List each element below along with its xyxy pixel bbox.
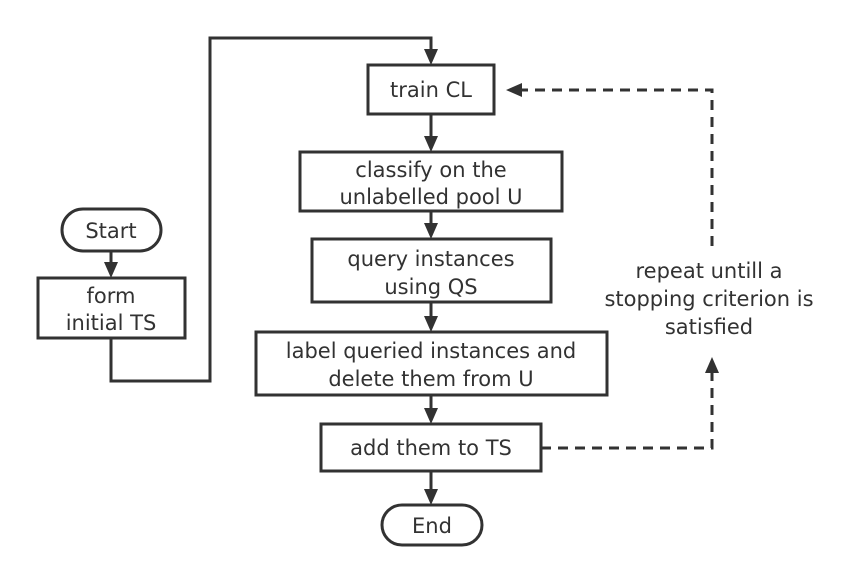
node-start: Start: [60, 207, 163, 253]
node-classify: classify on the unlabelled pool U: [298, 150, 564, 213]
form-ts-process-shape: [36, 276, 187, 340]
classify-process-shape: [298, 150, 564, 213]
node-label-delete: label queried instances and delete them …: [254, 330, 609, 397]
node-train-cl: train CL: [366, 63, 496, 116]
loop-annotation: repeat untill a stopping criterion is sa…: [604, 259, 813, 339]
start-terminal-shape: [60, 207, 163, 253]
label-delete-process-shape: [254, 330, 609, 397]
node-end: End: [380, 503, 484, 547]
train-cl-process-shape: [366, 63, 496, 116]
arrowhead-classify-to-query: [424, 223, 438, 239]
query-process-shape: [310, 237, 553, 304]
node-query: query instances using QS: [310, 237, 553, 304]
label-delete-label-line-2: delete them from U: [328, 367, 533, 391]
loop-label-line-2: stopping criterion is: [604, 287, 813, 311]
edge-loop-upper: [521, 88, 714, 246]
end-label: End: [412, 514, 452, 538]
arrowhead-loop-to-train: [506, 83, 522, 97]
arrowhead-form-to-train: [424, 49, 438, 65]
loop-label-line-1: repeat untill a: [635, 259, 782, 283]
start-label: Start: [85, 219, 136, 243]
arrowhead-query-to-label: [424, 316, 438, 332]
end-terminal-shape: [380, 503, 484, 547]
add-ts-label: add them to TS: [350, 436, 512, 460]
node-form-initial-ts: form initial TS: [36, 276, 187, 340]
label-delete-label-line-1: label queried instances and: [286, 339, 577, 363]
form-ts-label-line-1: form: [87, 284, 136, 308]
classify-label-line-2: unlabelled pool U: [339, 185, 522, 209]
loop-label-line-3: satisfied: [665, 315, 753, 339]
classify-label-line-1: classify on the: [355, 158, 506, 182]
arrowhead-label-to-add: [424, 408, 438, 424]
arrowhead-add-to-end: [424, 489, 438, 505]
arrowhead-start-to-form: [104, 262, 118, 278]
arrowhead-loop-up: [705, 357, 719, 373]
train-cl-label: train CL: [390, 78, 472, 102]
node-add-to-ts: add them to TS: [319, 422, 543, 473]
edges: [104, 36, 719, 505]
add-ts-process-shape: [319, 422, 543, 473]
arrowhead-train-to-classify: [424, 136, 438, 152]
edge-loop-lower: [541, 372, 714, 450]
form-ts-label-line-2: initial TS: [66, 311, 157, 335]
query-label-line-1: query instances: [347, 247, 514, 271]
edge-form-to-train: [109, 36, 433, 383]
query-label-line-2: using QS: [384, 275, 477, 299]
